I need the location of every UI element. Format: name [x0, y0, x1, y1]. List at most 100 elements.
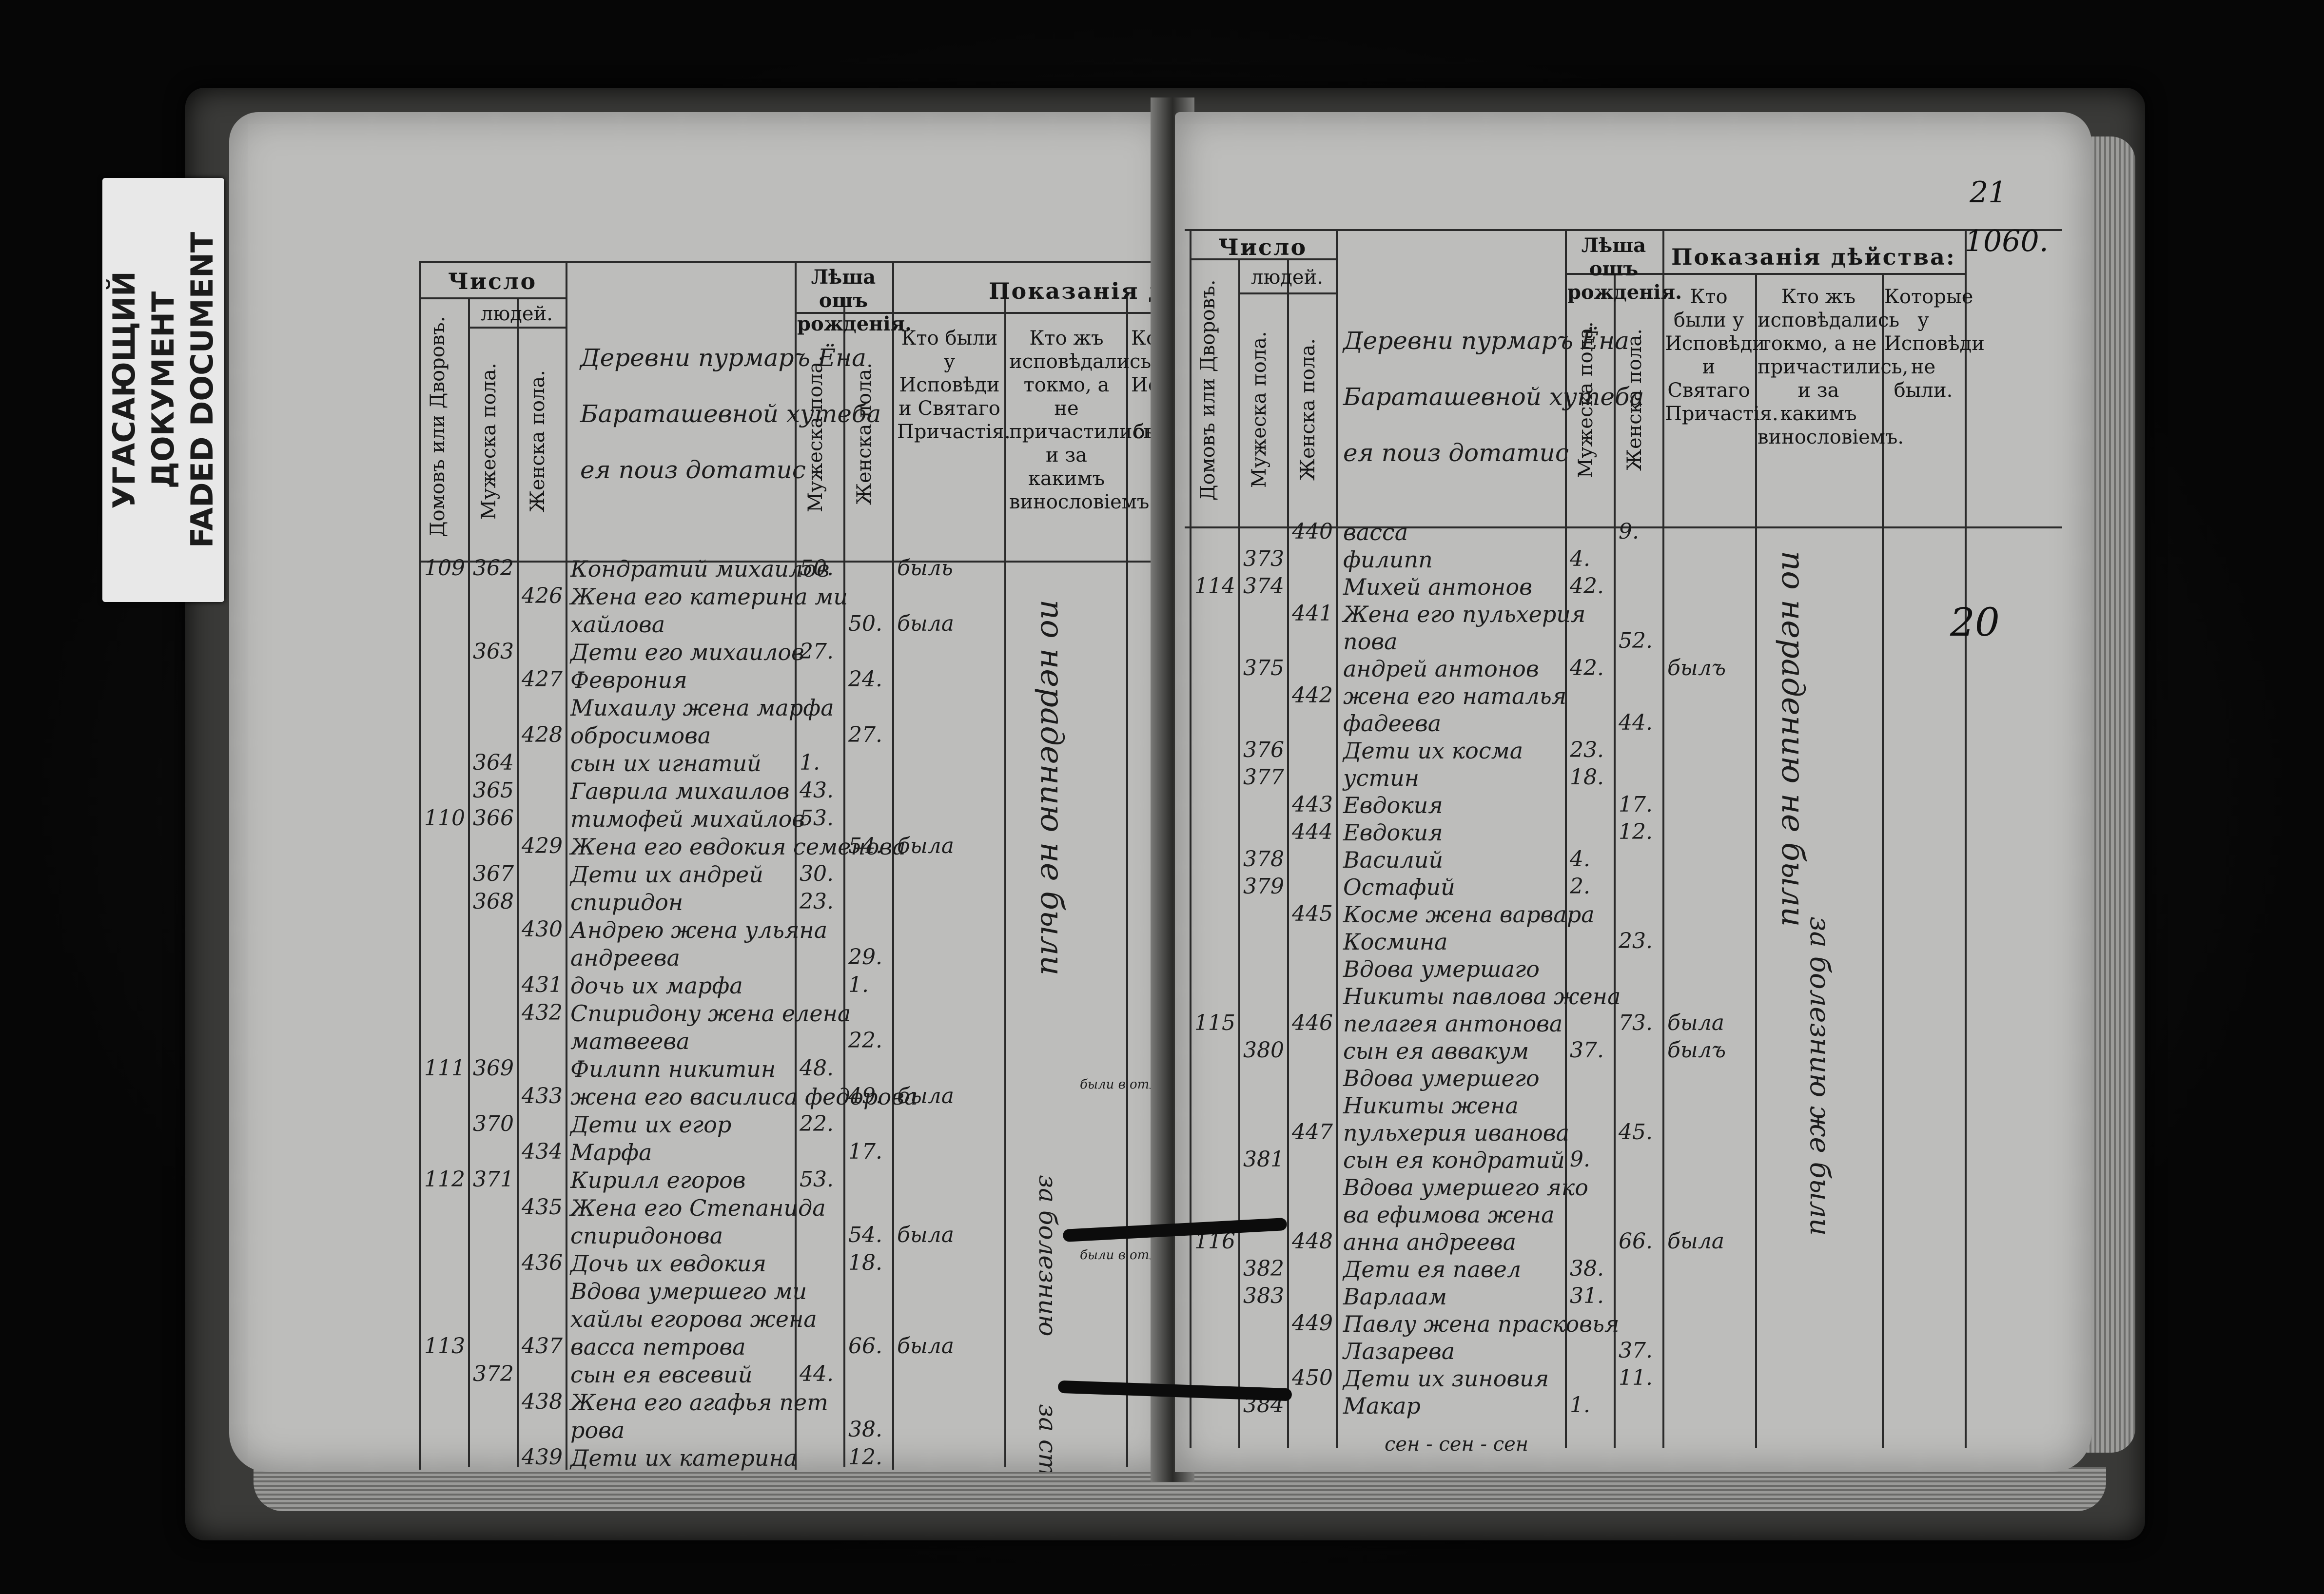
header-zhen: Женска пола. [527, 370, 549, 512]
page-number: 21 [1970, 175, 2007, 210]
female-number: 428 [522, 722, 563, 747]
male-age: 18. [1570, 765, 1604, 790]
col-rule [1190, 229, 1191, 1448]
female-age: 73. [1619, 1011, 1653, 1035]
person-name: сын ея евсевий [570, 1361, 753, 1388]
male-number: 373 [1243, 546, 1284, 571]
right-footer-note: сен - сен - сен [1385, 1433, 1529, 1456]
col-rule [1662, 229, 1664, 1448]
male-age: 53. [800, 1167, 834, 1192]
label-line-en: FADED DOCUMENT [184, 232, 220, 548]
person-name: фадеева [1343, 710, 1442, 737]
male-age: 53. [800, 806, 834, 831]
female-number: 450 [1292, 1365, 1333, 1390]
person-name: васса петрова [570, 1334, 746, 1360]
person-name: анна андреева [1343, 1229, 1517, 1255]
confession-note: былъ [1667, 656, 1726, 680]
person-name: Вдова умершего ми [570, 1278, 807, 1304]
household-number: 114 [1194, 574, 1235, 599]
male-number: 383 [1243, 1283, 1284, 1308]
left-vertical-remark-3: за болезнию [1034, 1175, 1062, 1337]
person-name: Космина [1343, 929, 1448, 955]
female-number: 429 [522, 834, 563, 858]
person-name: дочь их марфа [570, 972, 743, 999]
male-number: 371 [473, 1167, 514, 1192]
female-age: 49. [848, 1084, 882, 1108]
col-rule [1755, 273, 1757, 1448]
male-age: 23. [1570, 738, 1604, 762]
female-number: 432 [522, 1000, 563, 1025]
header-kto-zh: Кто жъ исповѣдались токмо, а не причасти… [1758, 286, 1909, 448]
female-age: 66. [1619, 1229, 1653, 1254]
male-age: 30. [800, 861, 834, 886]
col-rule [1336, 229, 1338, 1448]
col-rule [1882, 273, 1884, 1448]
person-name: Феврония [570, 667, 687, 693]
female-age: 29. [848, 945, 882, 970]
female-number: 436 [522, 1250, 563, 1275]
person-name: Дочь их евдокия [570, 1250, 766, 1277]
female-number: 437 [522, 1334, 563, 1359]
person-name: Дети их косма [1343, 738, 1523, 764]
person-name: пелагея антонова [1343, 1011, 1563, 1037]
person-name: Евдокия [1343, 792, 1443, 818]
person-name: Кондратий михаилов [570, 556, 830, 582]
female-number: 445 [1292, 901, 1333, 926]
male-number: 368 [473, 889, 514, 914]
header-zhen: Женска пола. [1297, 338, 1319, 481]
person-name: жена его василиса федорова [570, 1084, 918, 1110]
household-number: 112 [424, 1167, 465, 1192]
female-age: 37. [1619, 1338, 1653, 1363]
female-number: 430 [522, 917, 563, 942]
male-age: 38. [1570, 1256, 1604, 1281]
person-name: Евдокия [1343, 819, 1443, 846]
person-name: сын ея аввакум [1343, 1038, 1529, 1064]
male-age: 31. [1570, 1283, 1604, 1308]
person-name: Жена его евдокия семенова [570, 834, 906, 860]
person-name: Макар [1343, 1393, 1421, 1419]
col-rule [1565, 229, 1567, 1448]
right-title-line2: Бараташевной хутеба [1343, 383, 1644, 411]
col-rule [566, 261, 567, 1470]
female-age: 24. [848, 667, 882, 692]
header-chislo: Число [448, 268, 537, 294]
household-number: 111 [424, 1056, 465, 1081]
male-number: 364 [473, 750, 514, 775]
male-age: 42. [1570, 574, 1604, 599]
header-leta: Лѣша ошъ рожденія. [797, 266, 912, 335]
female-age: 17. [848, 1139, 882, 1164]
right-title-line3: ея поиз дотатис [1343, 439, 1569, 467]
col-rule [1965, 229, 1967, 1448]
male-age: 44. [800, 1361, 834, 1386]
confession-note: была [897, 611, 954, 636]
label-line-ru: УГАСАЮЩИЙ ДОКУМЕНТ [106, 271, 181, 509]
male-age: 42. [1570, 656, 1604, 680]
male-age: 43. [800, 778, 834, 803]
person-name: Жена его агафья пет [570, 1389, 828, 1416]
female-number: 448 [1292, 1229, 1333, 1254]
male-number: 366 [473, 806, 514, 831]
male-number: 367 [473, 861, 514, 886]
col-rule [1126, 297, 1128, 1467]
female-number: 440 [1292, 519, 1333, 544]
folio-number: 1060. [1965, 224, 2049, 258]
person-name: матвеева [570, 1028, 690, 1054]
header-lyudey: людей. [1251, 266, 1323, 289]
female-age: 38. [848, 1417, 882, 1442]
person-name: спиридон [570, 889, 684, 915]
female-number: 442 [1292, 683, 1333, 708]
male-number: 377 [1243, 765, 1284, 790]
person-name: обросимова [570, 722, 711, 749]
person-name: хайлова [570, 611, 665, 638]
margin-number: 20 [1950, 600, 2000, 645]
female-number: 431 [522, 972, 563, 997]
male-age: 2. [1570, 874, 1590, 899]
person-name: филипп [1343, 546, 1433, 573]
left-vertical-remark: по нерадению не были [1034, 600, 1070, 976]
female-number: 443 [1292, 792, 1333, 817]
person-name: Кирилл егоров [570, 1167, 746, 1193]
person-name: Никиты павлова жена [1343, 983, 1621, 1010]
left-vertical-remark-2: за старостию [1034, 1404, 1062, 1472]
confession-note: была [897, 834, 954, 858]
person-name: Дети ея павел [1343, 1256, 1522, 1283]
